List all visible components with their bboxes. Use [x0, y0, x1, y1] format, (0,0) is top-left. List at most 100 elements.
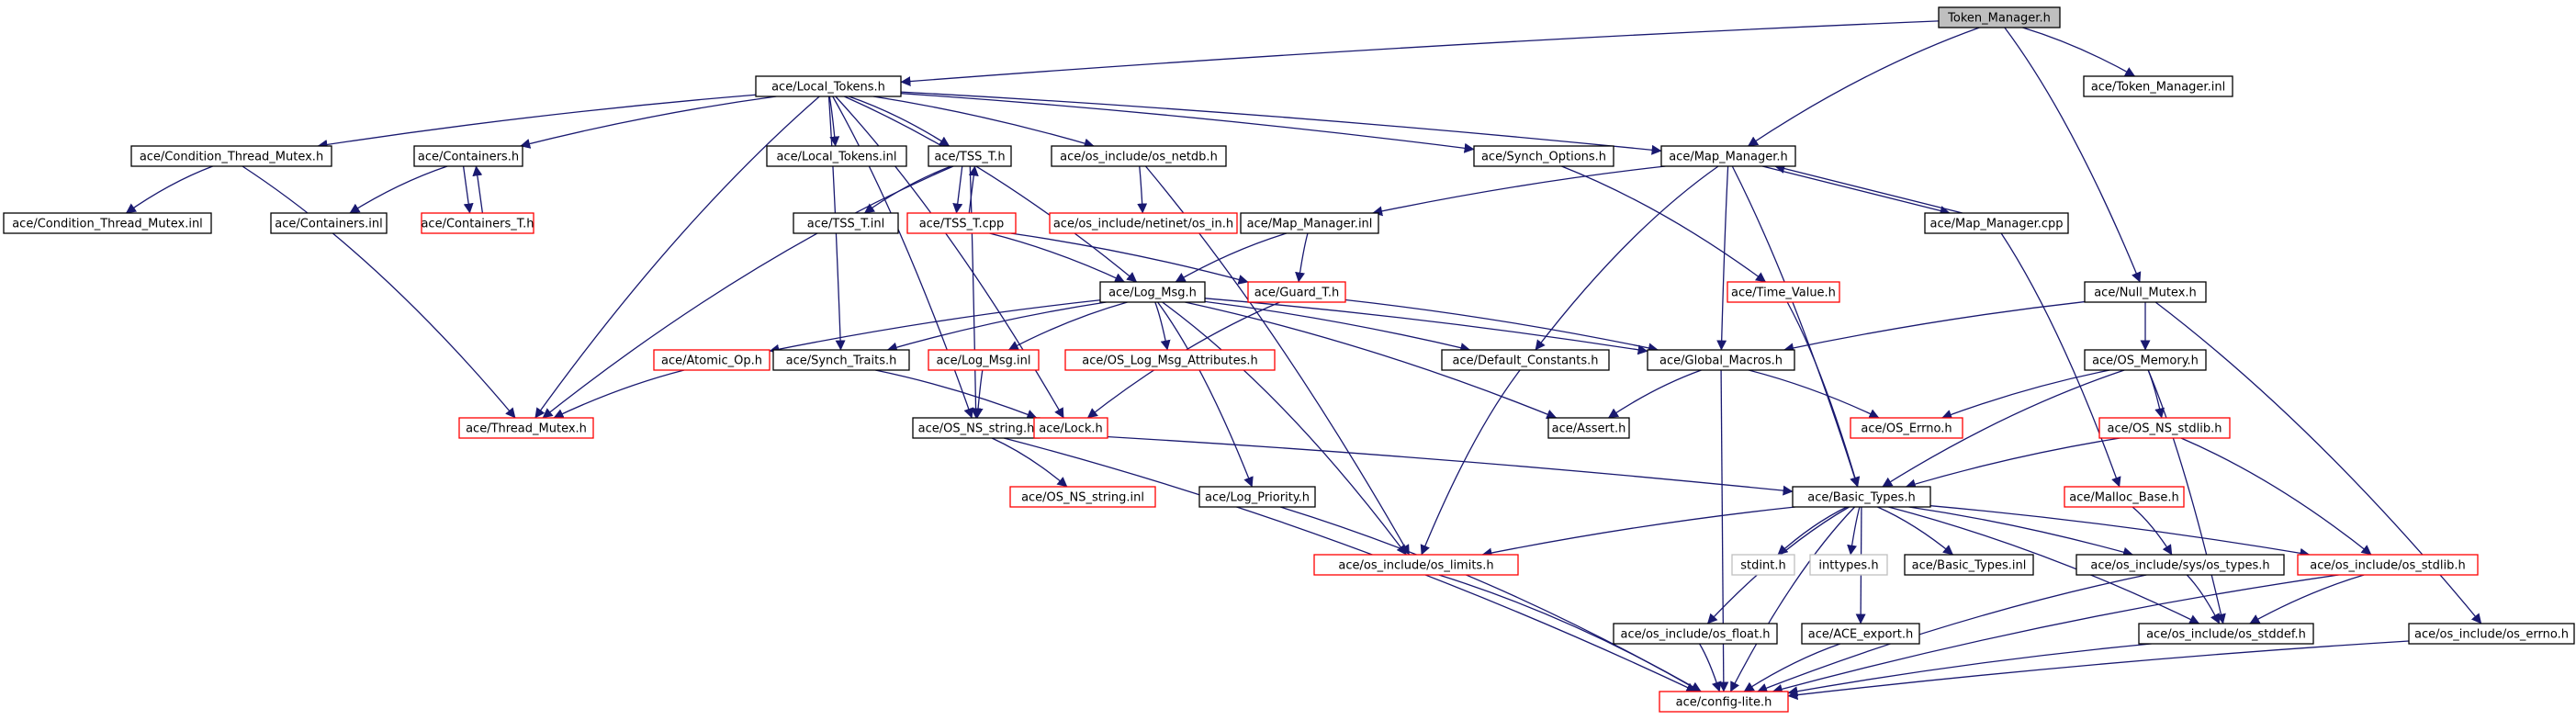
node-ace-global-macros-h[interactable]: ace/Global_Macros.h	[1647, 349, 1795, 371]
node-ace-thread-mutex-h[interactable]: ace/Thread_Mutex.h	[458, 417, 594, 439]
node-ace-os-include-os-limits-h[interactable]: ace/os_include/os_limits.h	[1313, 554, 1519, 576]
edge-ace-log-msg-h-to-ace-assert-h	[1185, 301, 1558, 420]
node-ace-os-errno-h[interactable]: ace/OS_Errno.h	[1850, 417, 1963, 439]
node-ace-null-mutex-h[interactable]: ace/Null_Mutex.h	[2084, 281, 2207, 303]
node-ace-containers-t-h[interactable]: ace/Containers_T.h	[421, 212, 534, 234]
edge-ace-basic-types-h-to-ace-basic-types-inl	[1877, 506, 1954, 556]
node-label: ace/Default_Constants.h	[1452, 354, 1598, 368]
node-ace-condition-thread-mutex-inl[interactable]: ace/Condition_Thread_Mutex.inl	[3, 212, 212, 234]
edge-ace-os-memory-h-to-ace-os-include-os-stddef-h	[2147, 369, 2226, 624]
edge-ace-log-msg-h-to-ace-os-log-msg-attributes-h	[1154, 301, 1171, 351]
node-box	[2064, 486, 2185, 508]
node-ace-tss-t-inl[interactable]: ace/TSS_T.inl	[793, 212, 899, 234]
node-ace-os-include-sys-os-types-h[interactable]: ace/os_include/sys/os_types.h	[2075, 554, 2285, 576]
node-box	[2083, 75, 2233, 97]
node-label: ace/OS_NS_stdlib.h	[2108, 422, 2222, 436]
node-label: ace/os_include/os_netdb.h	[1060, 151, 1218, 164]
node-ace-os-memory-h[interactable]: ace/OS_Memory.h	[2084, 349, 2207, 371]
edge-ace-local-tokens-h-to-ace-local-tokens-inl	[828, 96, 840, 147]
edge-token-manager-h-to-ace-map-manager-h	[1748, 27, 1980, 147]
edge-ace-tss-t-h-to-ace-tss-t-inl	[863, 165, 951, 214]
node-ace-os-include-os-errno-h[interactable]: ace/os_include/os_errno.h	[2408, 623, 2575, 645]
node-ace-malloc-base-h[interactable]: ace/Malloc_Base.h	[2064, 486, 2185, 508]
node-ace-containers-inl[interactable]: ace/Containers.inl	[270, 212, 388, 234]
node-ace-os-log-msg-attributes-h[interactable]: ace/OS_Log_Msg_Attributes.h	[1064, 349, 1276, 371]
edge-ace-local-tokens-h-to-ace-synch-options-h	[900, 93, 1475, 153]
edge-layer	[125, 20, 2482, 701]
edge-ace-os-include-os-netdb-h-to-ace-os-include-netinet-os-in-h	[1137, 165, 1148, 214]
edge-ace-os-ns-stdlib-h-to-ace-os-include-os-stdlib-h	[2180, 437, 2372, 556]
node-label: ace/Containers.inl	[275, 218, 382, 231]
node-ace-local-tokens-h[interactable]: ace/Local_Tokens.h	[755, 75, 902, 97]
node-box	[1850, 417, 1963, 439]
node-ace-os-ns-stdlib-h[interactable]: ace/OS_NS_stdlib.h	[2098, 417, 2231, 439]
node-ace-map-manager-cpp[interactable]: ace/Map_Manager.cpp	[1924, 212, 2069, 234]
node-ace-os-include-os-float-h[interactable]: ace/os_include/os_float.h	[1613, 623, 1778, 645]
node-box	[1924, 212, 2069, 234]
node-ace-tss-t-h[interactable]: ace/TSS_T.h	[928, 145, 1012, 167]
node-box	[3, 212, 212, 234]
node-ace-basic-types-inl[interactable]: ace/Basic_Types.inl	[1904, 554, 2034, 576]
node-box	[2098, 417, 2231, 439]
edge-ace-local-tokens-h-to-ace-containers-h	[520, 96, 777, 149]
node-ace-ace-export-h[interactable]: ace/ACE_export.h	[1801, 623, 1920, 645]
node-box	[1064, 349, 1276, 371]
node-ace-map-manager-inl[interactable]: ace/Map_Manager.inl	[1240, 212, 1379, 234]
node-box	[1049, 212, 1238, 234]
node-ace-os-include-os-stddef-h[interactable]: ace/os_include/os_stddef.h	[2138, 623, 2314, 645]
node-ace-lock-h[interactable]: ace/Lock.h	[1033, 417, 1108, 439]
edge-ace-time-value-h-to-ace-basic-types-h	[1786, 301, 1861, 488]
node-ace-config-lite-h[interactable]: ace/config-lite.h	[1659, 691, 1789, 713]
node-box	[1547, 417, 1630, 439]
edge-ace-log-msg-h-to-ace-os-include-os-limits-h	[1162, 301, 1407, 556]
node-ace-map-manager-h[interactable]: ace/Map_Manager.h	[1660, 145, 1796, 167]
edge-ace-map-manager-h-to-ace-basic-types-h	[1731, 165, 1860, 488]
node-ace-local-tokens-inl[interactable]: ace/Local_Tokens.inl	[766, 145, 907, 167]
node-ace-log-msg-inl[interactable]: ace/Log_Msg.inl	[928, 349, 1040, 371]
node-ace-synch-options-h[interactable]: ace/Synch_Options.h	[1473, 145, 1614, 167]
node-ace-log-msg-h[interactable]: ace/Log_Msg.h	[1099, 281, 1206, 303]
node-ace-tss-t-cpp[interactable]: ace/TSS_T.cpp	[906, 212, 1017, 234]
node-box	[1938, 6, 2061, 28]
node-ace-os-ns-string-h[interactable]: ace/OS_NS_string.h	[912, 417, 1041, 439]
node-ace-guard-t-h[interactable]: ace/Guard_T.h	[1247, 281, 1346, 303]
node-ace-os-include-os-netdb-h[interactable]: ace/os_include/os_netdb.h	[1051, 145, 1227, 167]
node-label: ace/os_include/os_float.h	[1620, 628, 1770, 642]
node-ace-synch-traits-h[interactable]: ace/Synch_Traits.h	[772, 349, 910, 371]
node-label: ace/Basic_Types.h	[1807, 491, 1915, 505]
node-box	[413, 145, 523, 167]
edge-ace-log-msg-h-to-ace-log-priority-h	[1157, 301, 1254, 488]
node-ace-log-priority-h[interactable]: ace/Log_Priority.h	[1198, 486, 1316, 508]
node-ace-assert-h[interactable]: ace/Assert.h	[1547, 417, 1630, 439]
edge-ace-basic-types-h-to-ace-os-include-os-limits-h	[1481, 506, 1795, 558]
node-ace-default-constants-h[interactable]: ace/Default_Constants.h	[1441, 349, 1610, 371]
node-label: ace/TSS_T.cpp	[919, 218, 1005, 231]
edge-ace-os-include-sys-os-types-h-to-ace-os-include-os-stddef-h	[2186, 574, 2221, 624]
node-box	[1473, 145, 1614, 167]
node-ace-os-include-netinet-os-in-h[interactable]: ace/os_include/netinet/os_in.h	[1049, 212, 1238, 234]
node-ace-time-value-h[interactable]: ace/Time_Value.h	[1727, 281, 1840, 303]
node-box	[2138, 623, 2314, 645]
node-label: ace/Lock.h	[1039, 422, 1103, 436]
node-ace-os-include-os-stdlib-h[interactable]: ace/os_include/os_stdlib.h	[2297, 554, 2479, 576]
node-ace-token-manager-inl[interactable]: ace/Token_Manager.inl	[2083, 75, 2233, 97]
node-box	[906, 212, 1017, 234]
node-ace-os-ns-string-inl[interactable]: ace/OS_NS_string.inl	[1009, 486, 1156, 508]
node-label: ace/Containers.h	[418, 151, 519, 164]
node-box	[130, 145, 332, 167]
node-label: ace/Global_Macros.h	[1659, 354, 1783, 368]
node-box	[2084, 349, 2207, 371]
node-label: ace/Time_Value.h	[1731, 287, 1836, 300]
node-label: ace/Log_Msg.h	[1108, 287, 1197, 300]
edge-ace-os-include-os-errno-h-to-ace-config-lite-h	[1787, 640, 2410, 701]
node-ace-condition-thread-mutex-h[interactable]: ace/Condition_Thread_Mutex.h	[130, 145, 332, 167]
node-ace-basic-types-h[interactable]: ace/Basic_Types.h	[1792, 486, 1931, 508]
node-token-manager-h[interactable]: Token_Manager.h	[1938, 6, 2061, 28]
node-ace-containers-h[interactable]: ace/Containers.h	[413, 145, 523, 167]
edge-ace-tss-t-cpp-to-ace-log-msg-h	[989, 232, 1125, 283]
node-box	[1033, 417, 1108, 439]
edge-ace-condition-thread-mutex-h-to-ace-thread-mutex-h	[242, 165, 516, 419]
node-label: ace/TSS_T.inl	[807, 218, 884, 231]
edge-ace-global-macros-h-to-ace-assert-h	[1607, 369, 1702, 419]
node-ace-atomic-op-h[interactable]: ace/Atomic_Op.h	[653, 349, 771, 371]
